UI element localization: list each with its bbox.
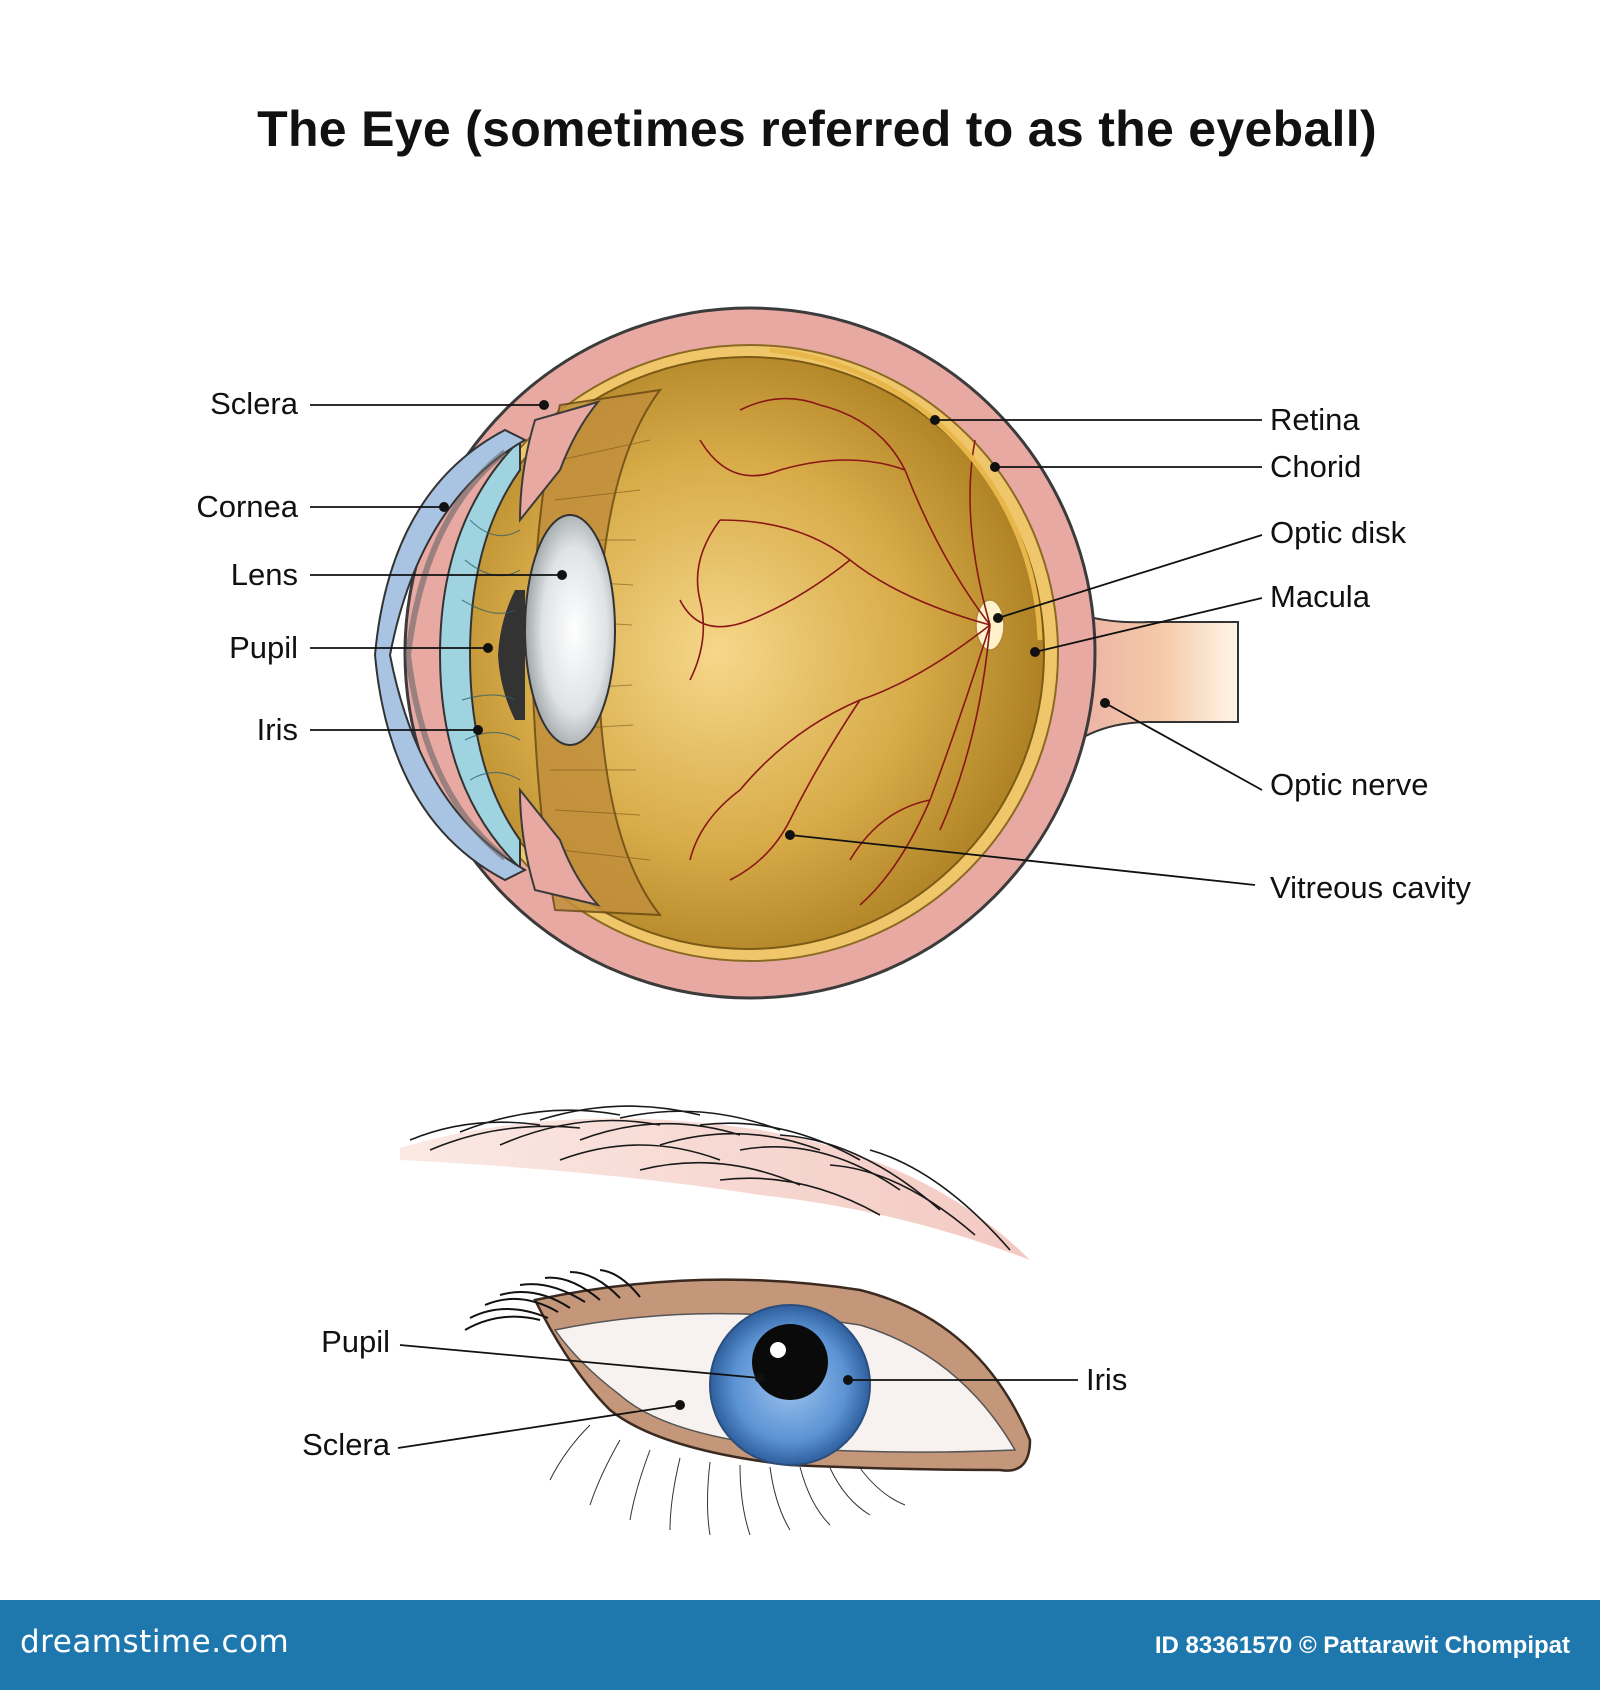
front-pupil [752,1324,828,1400]
label-iris: Iris [257,712,298,747]
label-pupil: Pupil [229,630,298,665]
label-cornea: Cornea [196,489,298,524]
dreamstime-logo[interactable]: dreamstime.com [20,1624,289,1660]
label-front-pupil: Pupil [321,1324,390,1359]
pupil-highlight [770,1342,786,1358]
label-optic-disk: Optic disk [1270,515,1407,550]
label-vitreous-cavity: Vitreous cavity [1270,870,1472,905]
label-retina: Retina [1270,402,1360,437]
eye-diagram: Sclera Cornea Lens Pupil Iris Retina Cho… [0,0,1600,1600]
label-front-sclera: Sclera [302,1427,391,1462]
eye-front-view [400,1106,1030,1535]
eyebrow-skin [400,1118,1030,1260]
label-macula: Macula [1270,579,1371,614]
label-sclera: Sclera [210,386,299,421]
lens-shape [525,515,615,745]
label-chorid: Chorid [1270,449,1361,484]
label-optic-nerve: Optic nerve [1270,767,1429,802]
watermark-footer: dreamstime.com ID 83361570 © Pattarawit … [0,1600,1600,1690]
image-credit: ID 83361570 © Pattarawit Chompipat [1155,1632,1570,1660]
label-lens: Lens [231,557,298,592]
eye-cross-section [375,308,1238,998]
label-front-iris: Iris [1086,1362,1127,1397]
